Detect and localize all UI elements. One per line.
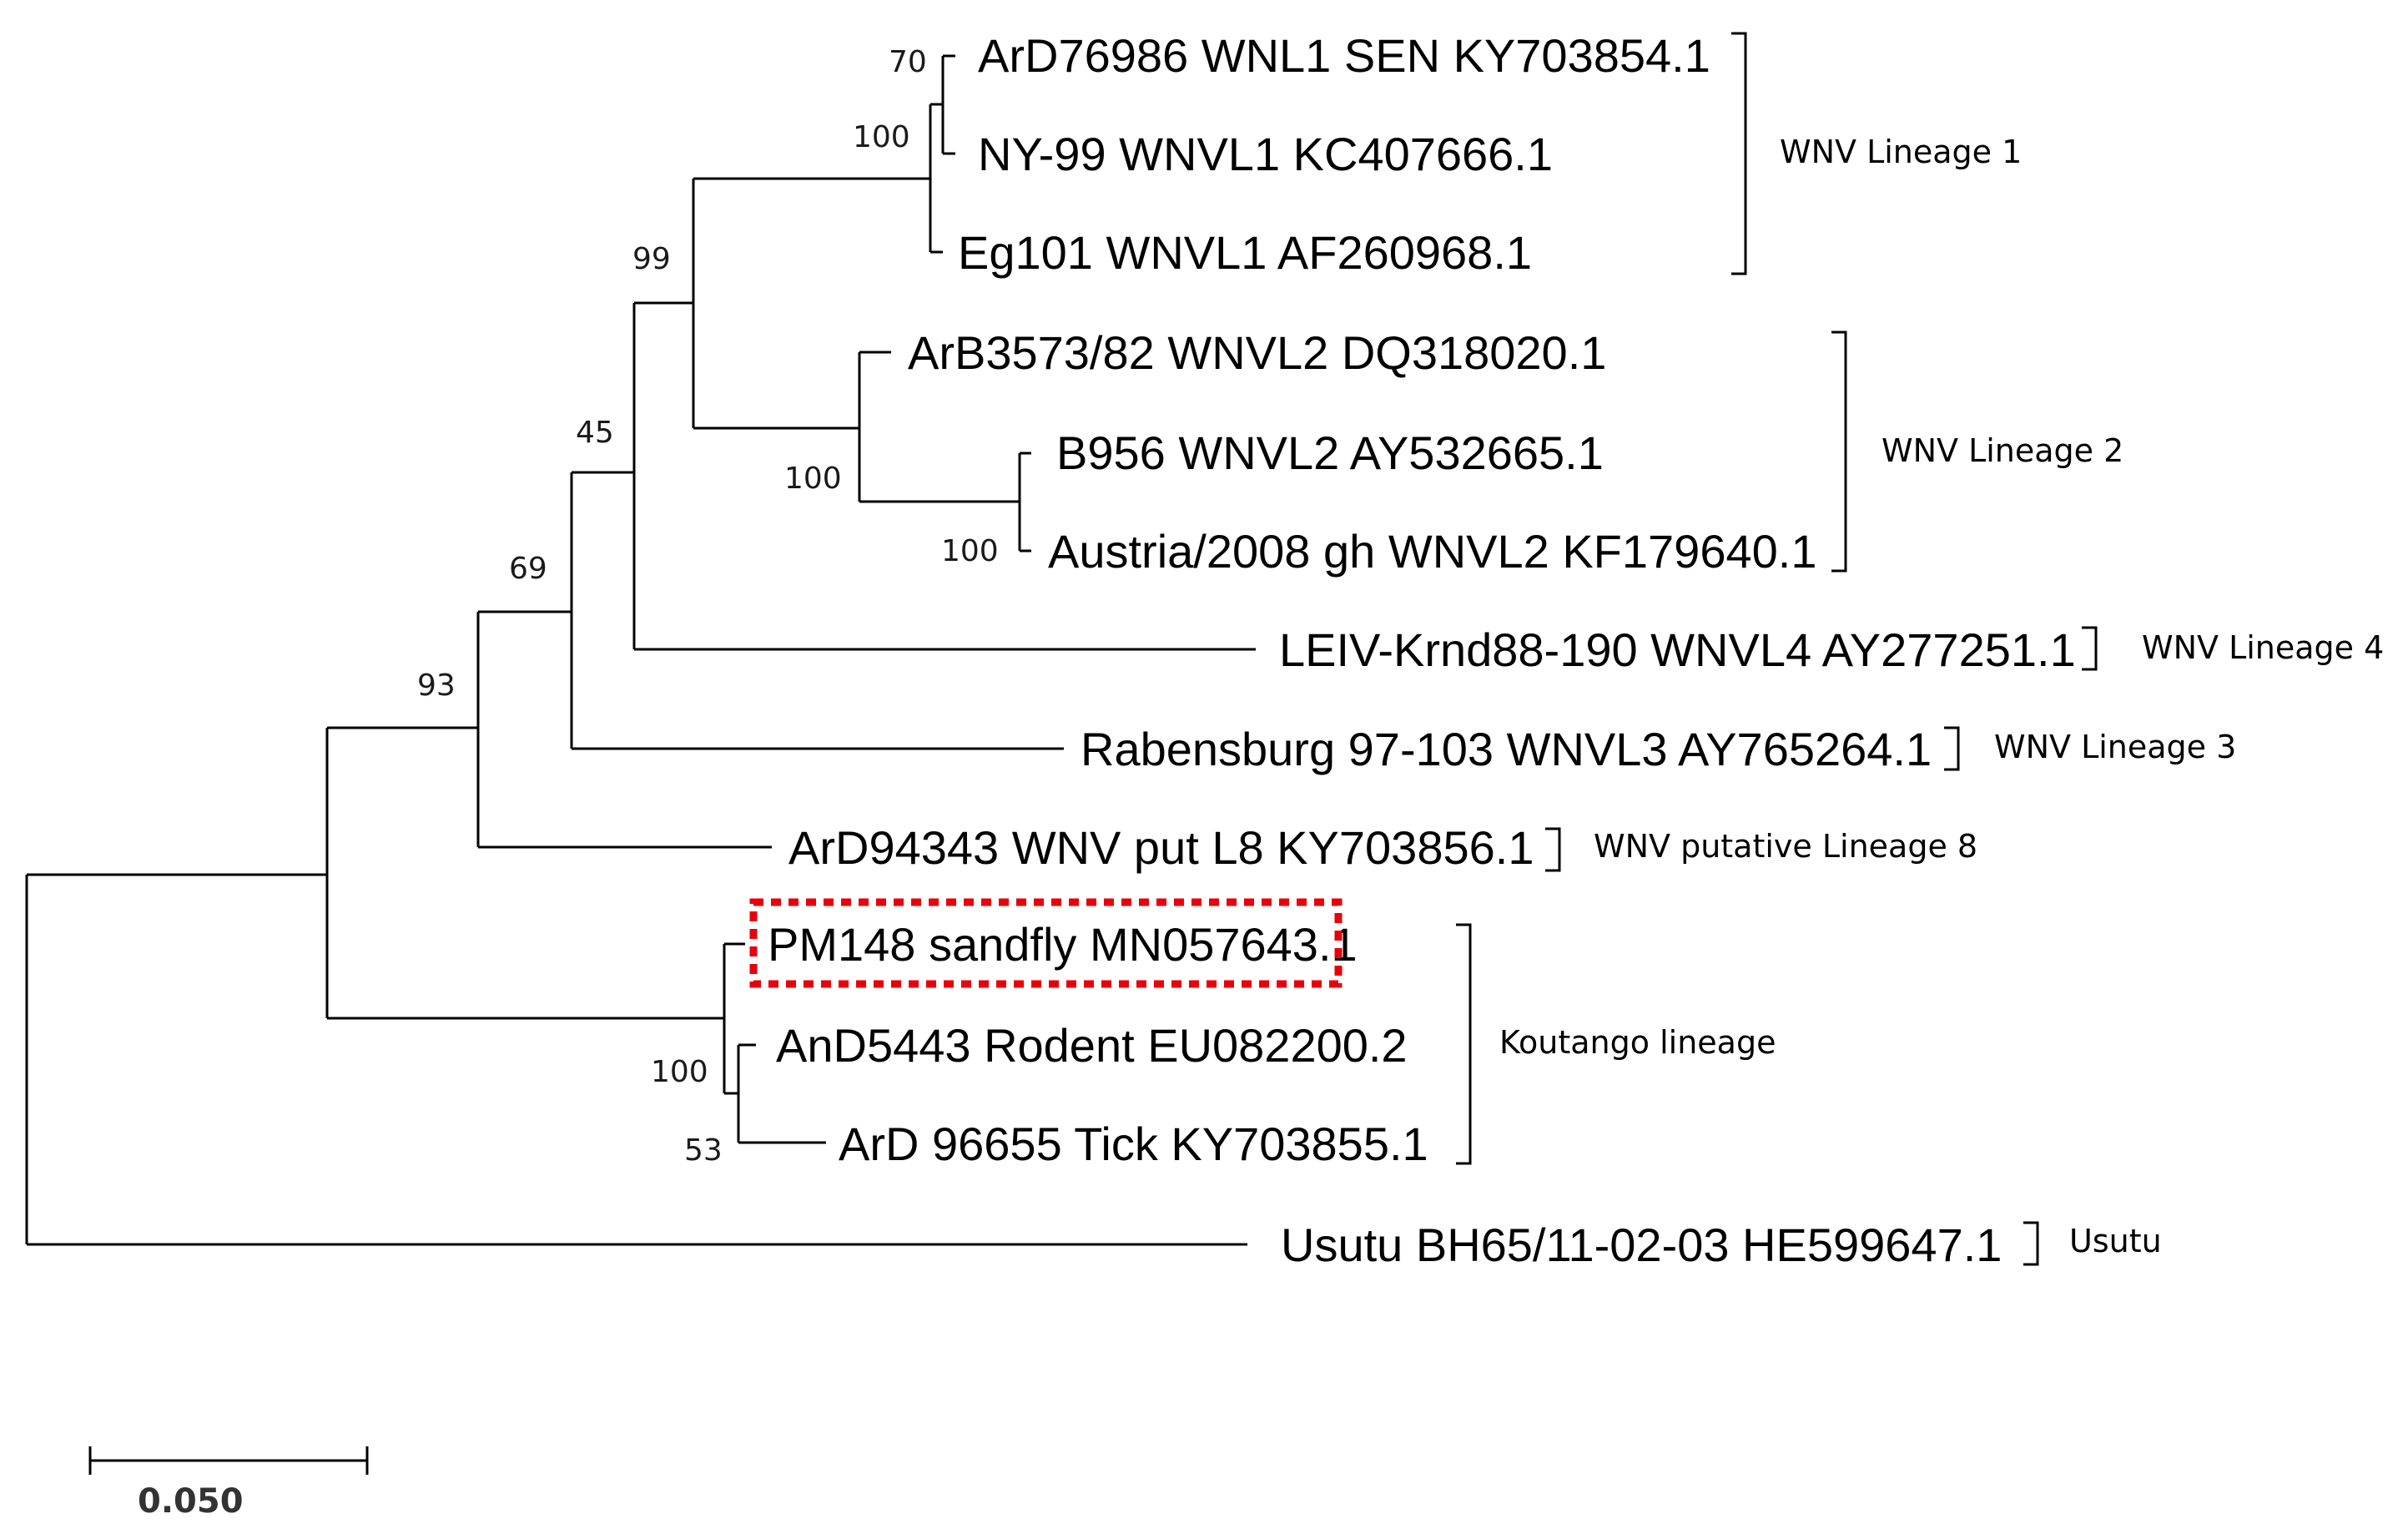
clade-label: WNV Lineage 3 xyxy=(1994,729,2236,765)
clade-label: Koutango lineage xyxy=(1499,1024,1776,1061)
clade-label: Usutu xyxy=(2069,1223,2162,1259)
taxon-label: ArD94343 WNV put L8 KY703856.1 xyxy=(788,821,1534,874)
bracket-usutu xyxy=(2023,1221,2039,1266)
clade-labels: WNV Lineage 1 WNV Lineage 2 WNV Lineage … xyxy=(1499,134,2384,1259)
tree-branches xyxy=(25,54,1256,1246)
taxon-label: PM148 sandfly MN057643.1 xyxy=(768,918,1358,971)
scale-bar-line xyxy=(88,1446,369,1475)
clade-label: WNV Lineage 2 xyxy=(1882,432,2123,469)
taxon-label: Rabensburg 97-103 WNVL3 AY765264.1 xyxy=(1081,723,1932,775)
taxon-label: ArD 96655 Tick KY703855.1 xyxy=(839,1118,1428,1170)
bootstrap-value: 100 xyxy=(784,462,842,496)
taxon-label: ArB3573/82 WNVL2 DQ318020.1 xyxy=(908,326,1606,379)
bootstrap-value: 53 xyxy=(684,1133,723,1168)
bracket-lineage2 xyxy=(1831,331,1847,573)
taxon-label: Eg101 WNVL1 AF260968.1 xyxy=(958,226,1532,279)
clade-brackets xyxy=(1456,32,2098,1266)
bootstrap-value: 45 xyxy=(576,416,614,450)
bracket-lineage8 xyxy=(1545,827,1561,872)
taxon-label: ArD76986 WNL1 SEN KY703854.1 xyxy=(978,29,1710,82)
taxon-label: Usutu BH65/11-02-03 HE599647.1 xyxy=(1281,1219,2002,1271)
taxon-label: Austria/2008 gh WNVL2 KF179640.1 xyxy=(1048,525,1816,578)
bootstrap-value: 99 xyxy=(632,242,671,276)
bootstrap-value: 70 xyxy=(889,45,927,79)
bracket-lineage1 xyxy=(1731,32,1747,275)
bootstrap-value: 100 xyxy=(941,534,999,568)
taxon-label: LEIV-Krnd88-190 WNVL4 AY277251.1 xyxy=(1279,623,2076,676)
bootstrap-value: 100 xyxy=(853,120,910,154)
bracket-koutango xyxy=(1456,923,1472,1165)
bracket-lineage3 xyxy=(1944,726,1960,771)
scale-bar-label: 0.050 xyxy=(138,1482,244,1521)
bracket-lineage4 xyxy=(2082,626,2098,671)
taxon-label: NY-99 WNVL1 KC407666.1 xyxy=(978,128,1553,180)
bootstrap-value: 93 xyxy=(417,669,456,703)
taxon-label: B956 WNVL2 AY532665.1 xyxy=(1056,426,1604,479)
bootstrap-value: 100 xyxy=(651,1055,708,1089)
clade-label: WNV Lineage 4 xyxy=(2142,629,2384,666)
bootstrap-values: 70 100 99 100 100 45 69 93 100 53 xyxy=(417,45,999,1168)
clade-label: WNV putative Lineage 8 xyxy=(1594,828,1977,865)
bootstrap-value: 69 xyxy=(509,552,547,586)
taxon-labels: ArD76986 WNL1 SEN KY703854.1 NY-99 WNVL1… xyxy=(768,29,2076,1271)
taxon-label: AnD5443 Rodent EU082200.2 xyxy=(776,1019,1408,1072)
clade-label: WNV Lineage 1 xyxy=(1780,134,2022,170)
scale-bar: 0.050 xyxy=(88,1446,369,1521)
